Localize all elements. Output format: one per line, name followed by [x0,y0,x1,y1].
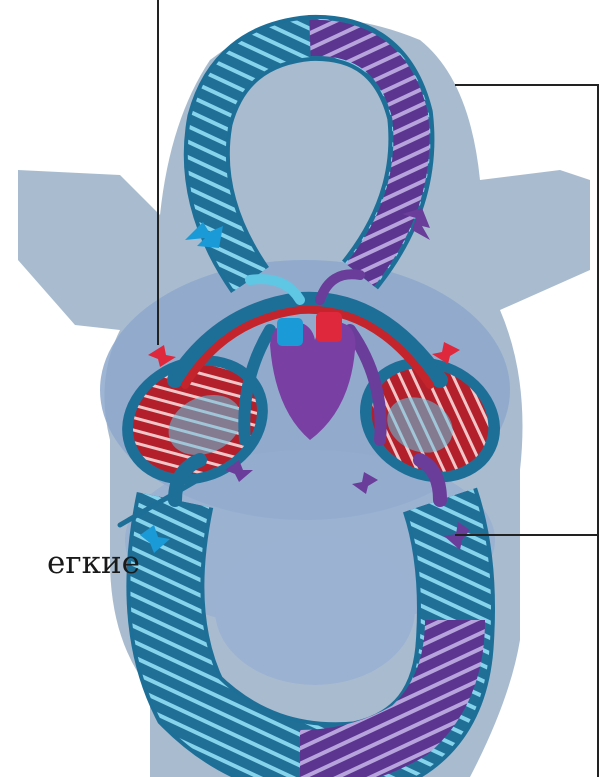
lungs-label: егкие [0,545,140,581]
